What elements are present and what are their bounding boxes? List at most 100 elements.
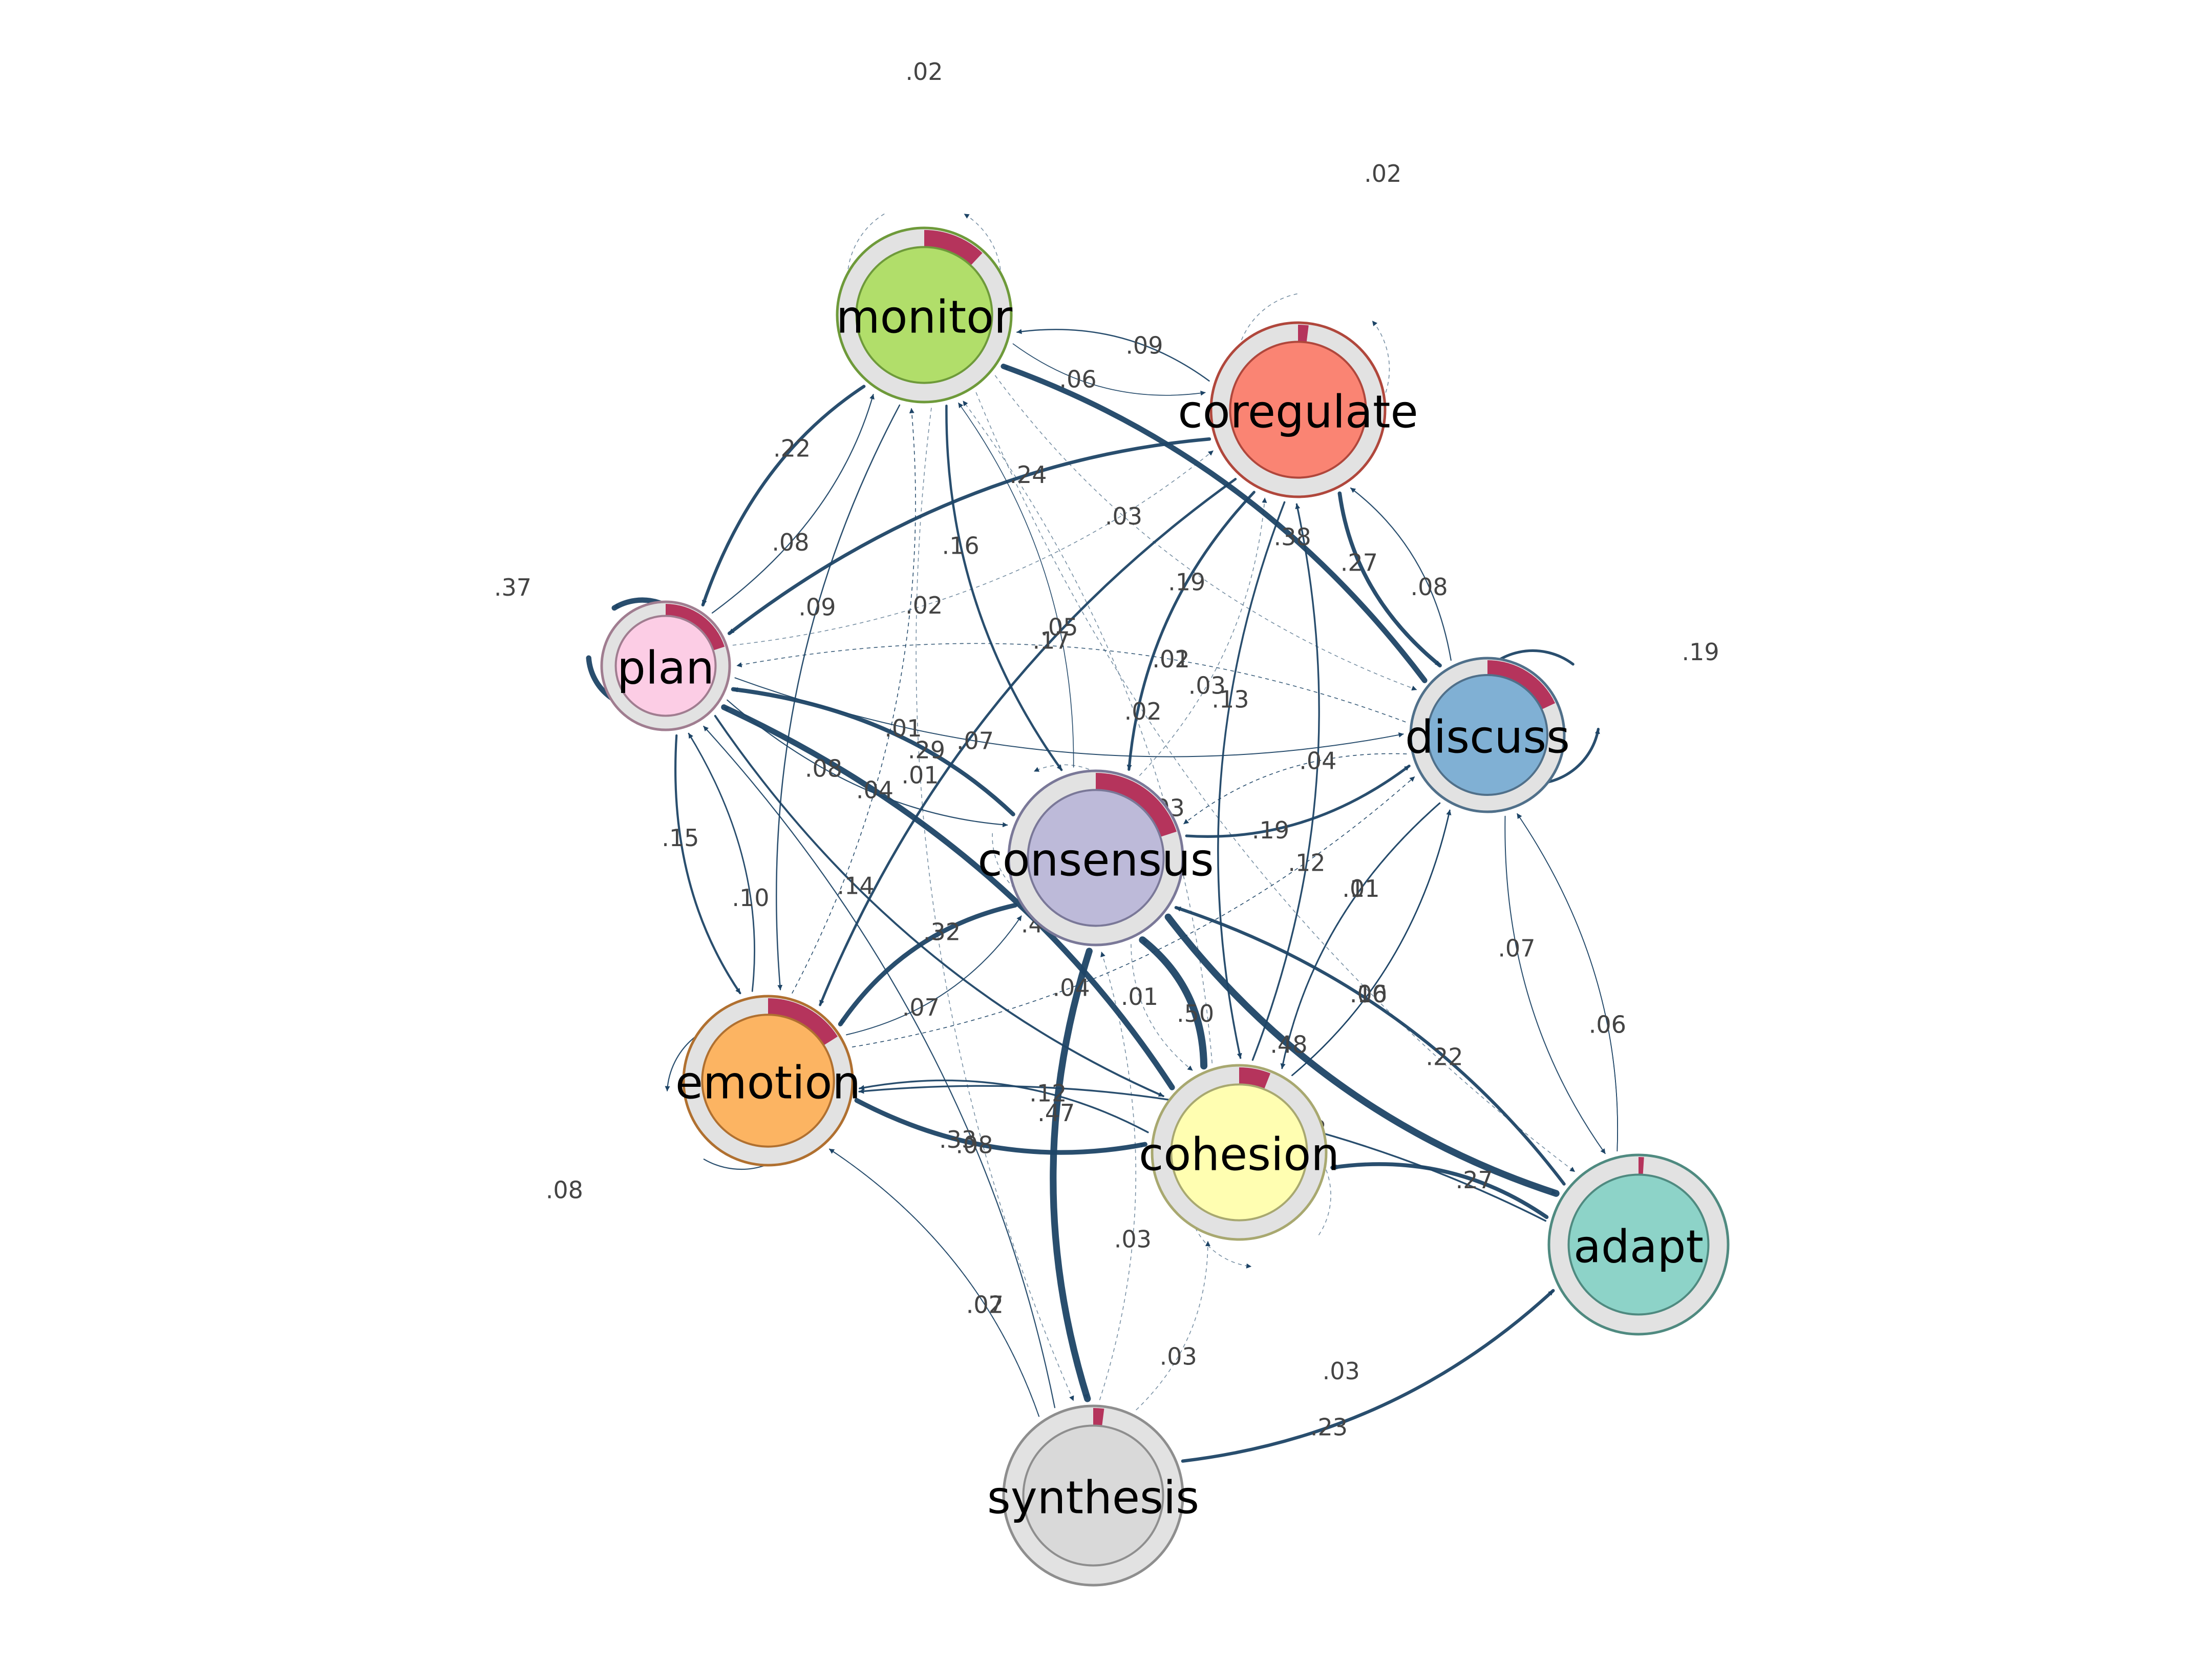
- node-discuss[interactable]: discuss: [1405, 657, 1570, 813]
- edge-consensus-to-cohesion: [1131, 944, 1193, 1071]
- edge-consensus-to-coregulate: [1139, 497, 1267, 776]
- edge-plan-to-discuss: [734, 677, 1404, 758]
- edge-coregulate-to-discuss: [1337, 491, 1442, 668]
- edge-synthesis-to-consensus: [1099, 952, 1137, 1400]
- edge-label: .01: [901, 762, 939, 789]
- edge-synthesis-to-emotion: [828, 1148, 1040, 1417]
- nodes-layer: monitor coregulate plan discuss consensus emo…: [600, 226, 1730, 1587]
- edge-label: .19: [1252, 816, 1289, 844]
- edge-coregulate-to-emotion: [819, 478, 1237, 1006]
- edge-label: .01: [884, 714, 922, 742]
- edges-layer: [586, 214, 1618, 1463]
- edge-coregulate-to-plan: [727, 437, 1211, 636]
- node-monitor[interactable]: monitor: [836, 226, 1013, 404]
- edge-emotion-to-consensus: [846, 915, 1022, 1036]
- node-coregulate[interactable]: coregulate: [1178, 321, 1418, 498]
- edge-label: .19: [1682, 638, 1719, 666]
- edge-label: .04: [1053, 974, 1090, 1001]
- edge-coregulate-to-cohesion: [1217, 501, 1286, 1059]
- node-core: [1170, 1083, 1308, 1222]
- node-core: [1027, 789, 1165, 927]
- edge-discuss-to-consensus: [1183, 753, 1407, 825]
- edge-cohesion-to-consensus: [1139, 936, 1208, 1070]
- edge-label: .14: [837, 872, 875, 900]
- edge-label: .22: [1426, 1043, 1463, 1071]
- edge-label: .02: [905, 592, 943, 619]
- node-label: adapt: [1573, 1221, 1704, 1273]
- edge-label: .05: [1040, 614, 1078, 641]
- edge-monitor-to-emotion: [776, 404, 901, 991]
- edge-label: .08: [1411, 573, 1448, 601]
- edge-label: .06: [1059, 366, 1097, 393]
- node-label: discuss: [1405, 711, 1570, 764]
- node-label: consensus: [977, 834, 1214, 887]
- edge-label: .02: [966, 1291, 1004, 1318]
- edge-label: .08: [772, 529, 809, 556]
- edge-label: .32: [923, 918, 961, 946]
- edge-emotion-to-discuss: [852, 776, 1415, 1047]
- edge-cohesion-to-plan: [721, 704, 1175, 1090]
- node-proportion-wedge: [1093, 1408, 1104, 1426]
- edge-label: .07: [956, 727, 994, 755]
- edge-labels-layer: .02.02.37.19.08.03.09.06.22.08.02.24.02.…: [494, 58, 1719, 1441]
- node-label: emotion: [675, 1057, 861, 1109]
- edge-label: .37: [494, 574, 531, 601]
- edge-label: .04: [856, 776, 894, 804]
- edge-label: .48: [1270, 1031, 1307, 1059]
- edge-label: .50: [1177, 1000, 1214, 1027]
- edge-synthesis-to-adapt: [1181, 1289, 1555, 1463]
- edge-label: .16: [942, 532, 980, 559]
- edge-discuss-to-monitor: [1001, 364, 1428, 683]
- edge-label: .10: [732, 884, 769, 912]
- node-core: [701, 1014, 835, 1148]
- edge-label: .13: [1211, 686, 1249, 713]
- edge-monitor-to-coregulate: [1012, 343, 1206, 396]
- edge-consensus-to-discuss: [1185, 764, 1411, 838]
- edge-label: .27: [1341, 549, 1378, 576]
- node-label: plan: [617, 642, 714, 695]
- edge-label: .03: [1160, 1343, 1197, 1371]
- node-label: monitor: [836, 291, 1013, 344]
- edge-consensus-to-monitor: [958, 402, 1074, 768]
- edge-discuss-to-cohesion: [1280, 803, 1440, 1069]
- edge-label: .19: [1168, 569, 1205, 596]
- edge-label: .03: [1188, 671, 1226, 699]
- edge-label: .08: [805, 755, 842, 783]
- edge-label: .22: [773, 434, 811, 462]
- edge-consensus-to-adapt: [1164, 913, 1560, 1197]
- node-consensus[interactable]: consensus: [977, 769, 1214, 946]
- edge-label: .27: [1456, 1166, 1493, 1194]
- node-proportion-wedge: [768, 998, 838, 1046]
- edge-label: .03: [1105, 502, 1142, 530]
- node-core: [1022, 1424, 1164, 1567]
- node-adapt[interactable]: adapt: [1547, 1153, 1730, 1336]
- node-emotion[interactable]: emotion: [675, 995, 861, 1167]
- edge-plan-to-coregulate: [732, 450, 1214, 646]
- edge-plan-to-cohesion: [714, 714, 1164, 1098]
- edge-consensus-to-plan: [731, 687, 1015, 816]
- node-synthesis[interactable]: synthesis: [987, 1404, 1199, 1587]
- node-core: [1229, 341, 1367, 479]
- edge-label: .01: [1342, 875, 1379, 902]
- edge-label: .01: [1152, 645, 1189, 673]
- edge-label: .07: [1498, 935, 1535, 962]
- edge-cohesion-to-emotion: [859, 1079, 1149, 1133]
- node-proportion-wedge: [1298, 325, 1309, 343]
- edge-label: .24: [1009, 461, 1047, 489]
- node-proportion-wedge: [924, 230, 983, 266]
- edge-emotion-to-cohesion: [854, 1098, 1147, 1155]
- edge-adapt-to-cohesion: [1330, 1162, 1549, 1219]
- edge-label: .12: [1029, 1080, 1067, 1107]
- edge-label: .02: [1364, 160, 1401, 187]
- node-plan[interactable]: plan: [600, 600, 731, 731]
- edge-label: .12: [1288, 849, 1325, 876]
- edge-discuss-to-adapt: [1504, 815, 1606, 1154]
- node-label: synthesis: [987, 1471, 1199, 1524]
- edge-plan-to-emotion: [674, 734, 741, 995]
- node-proportion-wedge: [1639, 1157, 1644, 1175]
- edge-label: .03: [1114, 1225, 1152, 1253]
- node-cohesion[interactable]: cohesion: [1139, 1064, 1339, 1241]
- edge-label: .01: [1121, 983, 1158, 1011]
- edge-discuss-to-coregulate: [1350, 487, 1452, 661]
